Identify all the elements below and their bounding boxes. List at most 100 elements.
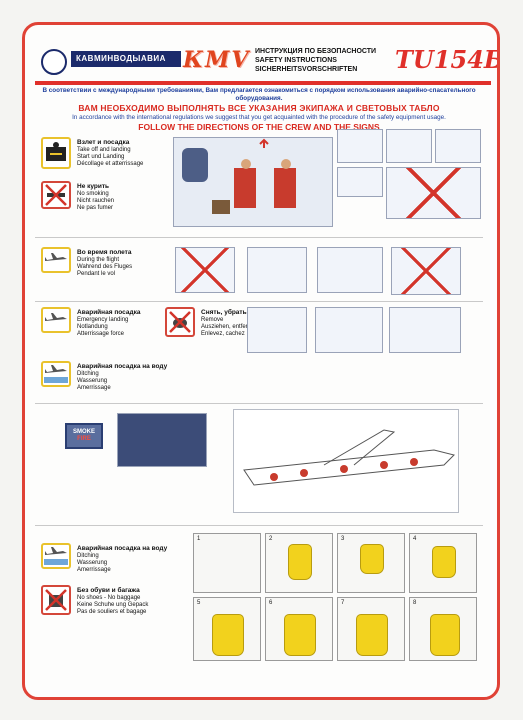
seatbelt-icon [46,142,66,161]
divider-4 [35,525,483,526]
ditching1-label: Аварийная посадка на воду Ditching Wasse… [77,363,167,392]
life-vest-icon [356,614,388,656]
takeoff-label: Взлет и посадка Take off and landing Sta… [77,139,143,168]
vest-step-number: 3 [341,536,345,542]
cabin-illustration [173,137,333,227]
smoke-cabin-illustration [117,413,207,467]
brace-position-2-panel [389,307,461,353]
life-vest-icon [288,544,312,580]
vest-step-6: 6 [265,597,333,661]
header: КАВМИНВОДЫАВИА КМV ИНСТРУКЦИЯ ПО БЕЗОПАС… [35,33,497,103]
airline-logo [41,49,67,75]
noshoes-ru: Без обуви и багажа [77,587,140,594]
instr-de: SICHERHEITSVORSCHRIFTEN [255,66,358,73]
step-overhead-bin [337,129,383,163]
no-smoking-panel [175,247,235,293]
seatbelt-panel [317,247,383,293]
header-rule [35,81,491,85]
life-vest-icon [212,614,244,656]
instr-en: SAFETY INSTRUCTIONS [255,57,337,64]
flight-label: Во время полета During the flight Wahren… [77,249,132,278]
takeoff-fr: Décollage et atterrissage [77,161,144,167]
noshoes-fr: Pas de souliers et bagage [77,609,147,615]
remove-label: Снять, убрать Remove Ausziehen, entferne… [201,309,258,338]
takeoff-en: Take off and landing [77,147,131,153]
airplane-water-icon [44,365,68,383]
ditching-sign-2 [41,543,71,569]
airplane-landing-icon [45,313,67,321]
smoke-text: SMOKE [72,429,95,435]
nosmoking-en: No smoking [77,191,109,197]
intro-en: In accordance with the international reg… [72,114,446,121]
lavatory-panel [247,247,307,293]
airline-name: КАВМИНВОДЫАВИА [71,51,181,67]
remove-en: Remove [201,317,224,323]
instr-ru: ИНСТРУКЦИЯ ПО БЕЗОПАСНОСТИ [255,48,377,55]
noshoes-en: No shoes - No baggage [77,595,141,601]
ditching2-de: Wasserung [77,560,108,566]
fire-text: FIRE [77,436,91,442]
evacuation-diagram [233,409,459,513]
life-vest-icon [430,614,460,656]
emergency-ru: Аварийная посадка [77,309,141,316]
no-electronics-panel [386,167,481,219]
ditching1-de: Wasserung [77,378,108,384]
ditching2-label: Аварийная посадка на воду Ditching Wasse… [77,545,167,574]
no-devices-panel [391,247,461,295]
vest-step-number: 7 [341,600,345,606]
vest-step-4: 4 [409,533,477,593]
ditching1-ru: Аварийная посадка на воду [77,363,168,370]
ditching1-en: Ditching [77,371,99,377]
takeoff-ru: Взлет и посадка [77,139,130,146]
divider-2 [35,301,483,302]
aircraft-diagram-icon [243,429,455,486]
divider-3 [35,403,483,404]
no-smoking-sign [41,181,71,209]
emergency-fr: Atterrissage force [77,331,125,337]
vest-step-number: 5 [197,600,201,606]
intro-en-big: FOLLOW THE DIRECTIONS OF THE CREW AND TH… [138,122,380,132]
vest-step-1: 1 [193,533,261,593]
no-smoking-icon [45,184,67,206]
flight-fr: Pendant le vol [77,271,116,277]
nosmoking-ru: Не курить [77,183,110,190]
smoke-fire-sign: SMOKE FIRE [65,423,103,449]
airplane-water-icon-2 [44,547,68,565]
life-vest-icon [360,544,384,574]
vest-step-number: 6 [269,600,273,606]
vest-step-number: 8 [413,600,417,606]
noshoes-label: Без обуви и багажа No shoes - No baggage… [77,587,148,616]
airplane-icon [45,253,67,261]
emergency-de: Notlandung [77,324,108,330]
brand-logo: КМV [183,47,251,73]
vest-step-number: 4 [413,536,417,542]
seatbelt-sign [41,137,71,169]
flight-de: Wahrend des Fluges [77,264,133,270]
ditching2-ru: Аварийная посадка на воду [77,545,168,552]
ditching2-en: Ditching [77,553,99,559]
remove-sign [165,307,195,337]
nosmoking-de: Nicht rauchen [77,198,115,204]
ditching1-fr: Amerrissage [77,385,111,391]
aircraft-model: ТU154Б [395,45,500,74]
belt-release-panel [247,307,307,353]
no-baggage-icon [45,589,67,611]
flight-en: During the flight [77,257,120,263]
intro-ru: В соответствии с международными требован… [42,87,476,102]
divider-1 [35,237,483,238]
remove-de: Ausziehen, entfernen [201,324,258,330]
ditching-sign [41,361,71,387]
no-baggage-sign [41,585,71,615]
flight-ru: Во время полета [77,249,132,256]
step-radio [337,167,383,197]
vest-step-8: 8 [409,597,477,661]
vest-step-7: 7 [337,597,405,661]
instructions-title: ИНСТРУКЦИЯ ПО БЕЗОПАСНОСТИ SAFETY INSTRU… [255,47,376,74]
step-tray-table [435,129,481,163]
life-vest-icon [284,614,316,656]
life-vest-icon [432,546,456,578]
remove-fr: Enlevez, cachez [201,331,245,337]
intro-ru-big: ВАМ НЕОБХОДИМО ВЫПОЛНЯТЬ ВСЕ УКАЗАНИЯ ЭК… [78,103,440,113]
vest-step-number: 2 [269,536,273,542]
no-shoes-icon [169,311,191,333]
